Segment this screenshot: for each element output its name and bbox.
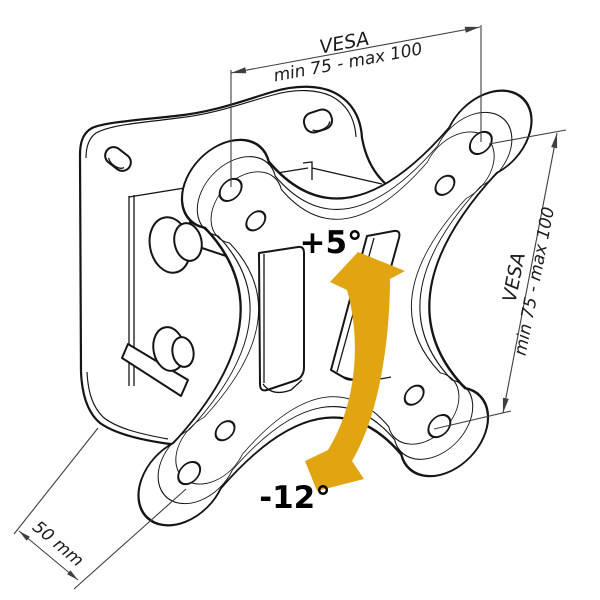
slot-left <box>258 245 305 392</box>
extension-lines <box>13 25 567 590</box>
tilt-range-arrow-icon <box>305 252 405 491</box>
hinge-bolt-lower <box>152 326 195 372</box>
tilt-up-label: +5° <box>299 225 362 261</box>
hinge-bolt-upper <box>148 216 203 274</box>
wall-plate-rim <box>85 90 357 159</box>
hinge-box-back-edge <box>302 161 383 185</box>
dimension-line-top <box>230 26 481 74</box>
arrowhead <box>67 570 78 580</box>
dimensions <box>13 25 567 590</box>
wall-plate-slot-top-center <box>302 108 334 134</box>
vesa-plate <box>137 89 533 527</box>
vesa-plate-outline <box>137 89 533 527</box>
arrowhead <box>231 67 247 74</box>
vesa-plate-inner-contour-1 <box>157 111 513 505</box>
vesa-holes <box>177 130 493 486</box>
dim-label-right: VESA min 75 - max 100 <box>499 205 559 357</box>
slot-left-depth <box>262 254 303 394</box>
arrowhead <box>464 26 480 33</box>
arrowhead <box>19 531 30 541</box>
wall-plate-slot-top-left <box>104 146 132 172</box>
dimension-line-right <box>502 132 558 414</box>
tilt-down-label: -12° <box>259 480 331 516</box>
dimension-line-depth <box>18 530 79 581</box>
arrowhead <box>502 397 509 413</box>
wall-plate-rim-bottom <box>86 371 169 440</box>
dim-label-top: VESA min 75 - max 100 <box>272 28 424 87</box>
arrowhead <box>551 133 558 149</box>
